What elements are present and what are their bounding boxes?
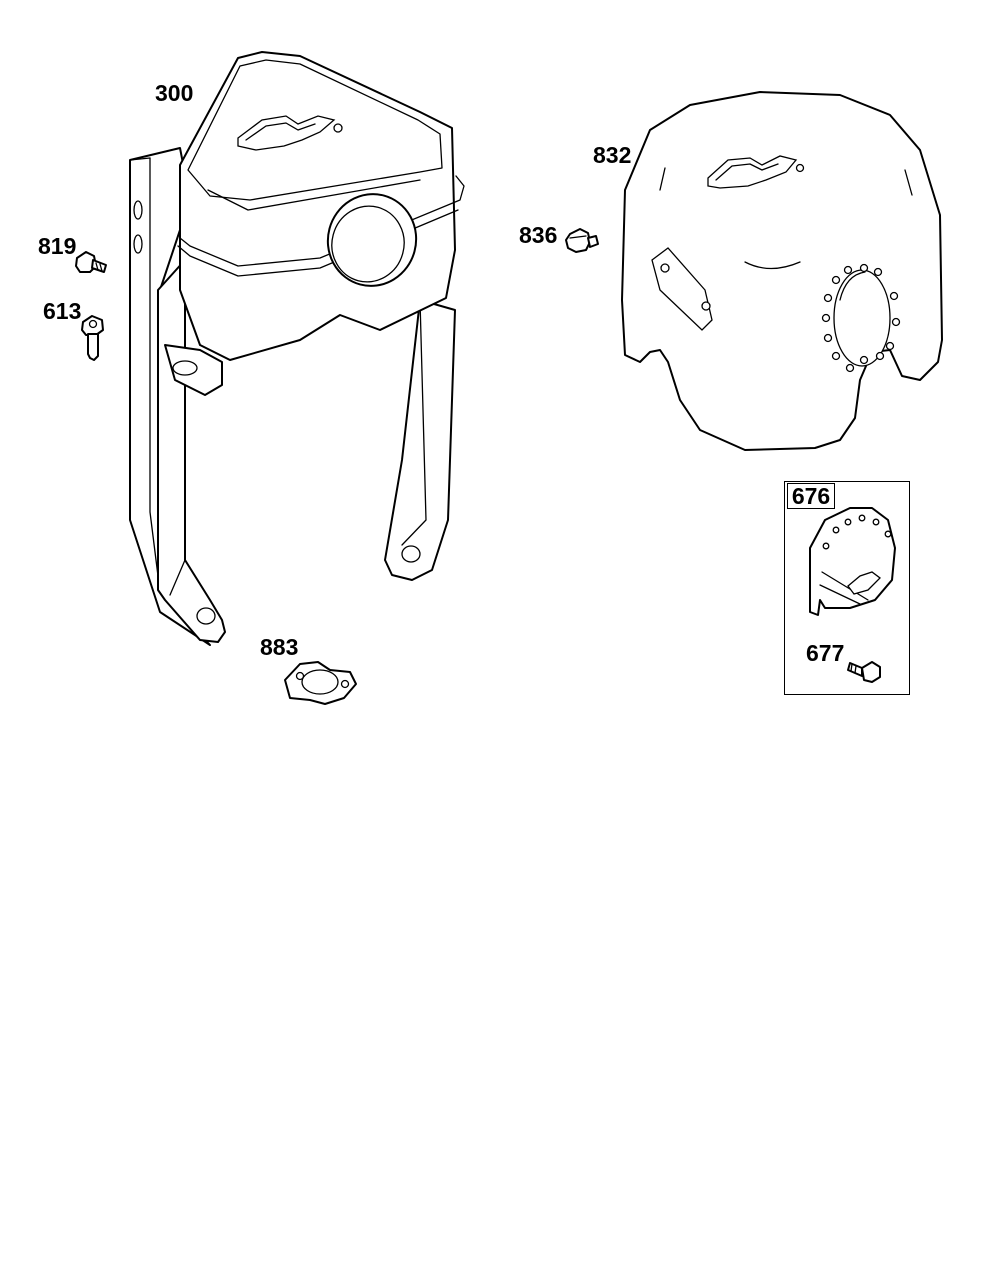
muffler-guard-part-832 [621,91,943,451]
muffler-part-300 [129,51,465,646]
kit-heat-shield-part-676 [809,507,896,616]
callout-613: 613 [43,298,82,324]
callout-883: 883 [260,634,299,660]
screw-part-613 [81,315,104,361]
screw-part-819 [75,251,107,273]
callout-836: 836 [519,222,558,248]
screw-part-677 [847,661,881,683]
callout-832: 832 [593,142,632,168]
screw-part-836 [565,228,599,253]
gasket-part-883 [284,661,357,705]
callout-677: 677 [806,640,845,666]
callout-300: 300 [155,80,194,106]
kit-callout-676: 676 [787,483,835,509]
callout-819: 819 [38,233,77,259]
kit-frame [784,481,910,695]
